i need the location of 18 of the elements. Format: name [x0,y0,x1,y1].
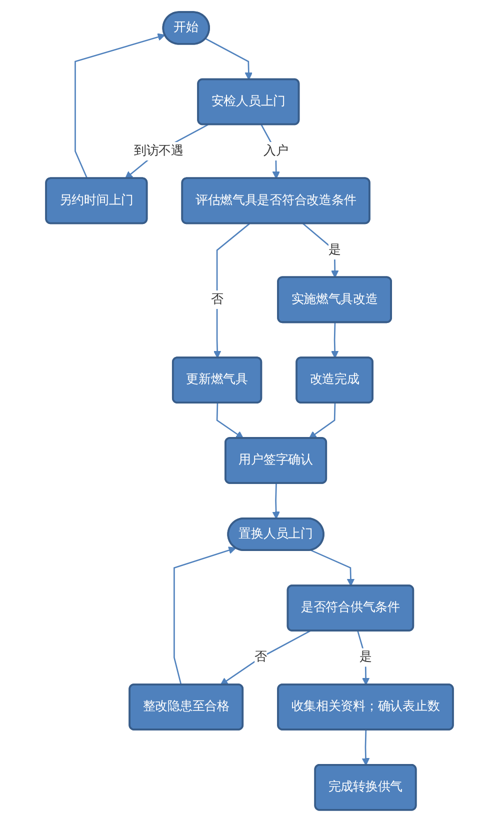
edge-label: 否 [255,650,268,664]
arrow [220,630,311,686]
arrow [272,483,280,520]
arrow [216,403,244,439]
arrow [309,403,336,439]
edge-label: 是 [328,242,342,257]
edge-label: 否 [211,292,224,306]
arrow [362,730,370,766]
edge-label: 是 [360,650,372,664]
edge-label: 入户 [264,144,289,158]
arrow [75,33,166,179]
edge-label: 到访不遇 [134,144,184,158]
arrow [125,124,209,179]
arrow [206,38,254,80]
arrow [311,550,356,586]
arrow [331,322,340,358]
arrow [174,546,237,686]
arrow [214,223,250,358]
